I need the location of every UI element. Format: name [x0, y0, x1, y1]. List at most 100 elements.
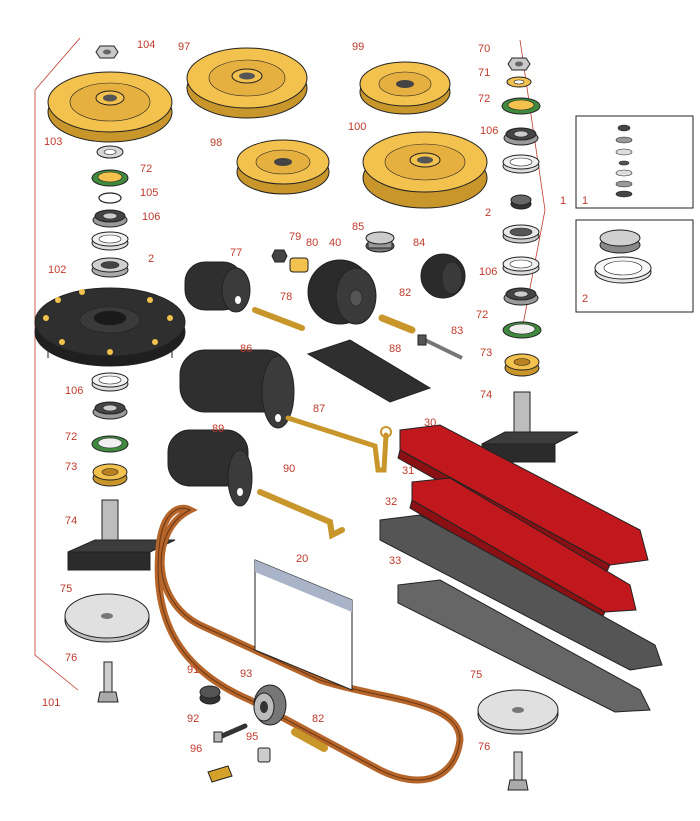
callout-2-a: 2: [485, 207, 491, 219]
part-2-bearing-left: [91, 257, 129, 278]
right-spindle-stack: [481, 39, 579, 463]
part-72-seal-right-bottom: [502, 321, 542, 339]
callout-77: 77: [230, 247, 242, 259]
part-2-spacer-right: [510, 194, 532, 210]
callout-73-b: 73: [65, 461, 77, 473]
callout-76-a: 76: [65, 652, 77, 664]
part-77-roller: [184, 261, 251, 313]
callout-103: 103: [44, 136, 62, 148]
callout-106-a: 106: [480, 125, 498, 137]
part-92-pin: [213, 723, 248, 743]
callout-86: 86: [240, 343, 252, 355]
callout-87: 87: [313, 403, 325, 415]
bracket-101: [34, 37, 81, 691]
part-72-seal-right-top: [501, 97, 541, 115]
callout-76-b: 76: [478, 741, 490, 753]
part-97-pulley: [186, 47, 308, 119]
inset-2: 2: [575, 219, 694, 313]
callout-106-c: 106: [479, 266, 497, 278]
callout-101: 101: [42, 697, 60, 709]
callout-72-d: 72: [65, 431, 77, 443]
callout-99: 99: [352, 41, 364, 53]
left-spindle-assembly: [34, 37, 186, 703]
callout-93: 93: [240, 668, 252, 680]
callout-83: 83: [451, 325, 463, 337]
part-88-pad: [306, 339, 432, 403]
part-106-bearing-left-bottom: [92, 401, 128, 420]
part-76-bolt-left: [97, 661, 119, 703]
part-106-bearing-right-bottom: [503, 287, 539, 306]
part-cup-right-lower: [502, 256, 540, 276]
part-84-ball-roller: [420, 253, 466, 299]
part-20-belt: [154, 504, 464, 784]
callout-90: 90: [283, 463, 295, 475]
part-104-nut: [95, 45, 119, 59]
part-91-bushing: [199, 685, 221, 705]
inset-1: 1: [575, 115, 694, 209]
part-86-roller: [179, 349, 295, 429]
callout-70: 70: [478, 43, 490, 55]
part-cup-right-top: [502, 154, 540, 174]
callout-79: 79: [289, 231, 301, 243]
part-85-bushing: [365, 231, 395, 253]
part-80-spacer: [289, 257, 309, 273]
part-95-spacer: [257, 747, 271, 763]
part-82-axle-top: [378, 314, 416, 334]
callout-89: 89: [212, 423, 224, 435]
callout-31: 31: [402, 465, 414, 477]
part-106-bearing-left-top: [92, 209, 128, 228]
part-98-pulley: [236, 139, 330, 195]
part-40-wheel: [307, 259, 377, 325]
part-78-axle: [252, 307, 305, 331]
callout-84: 84: [413, 237, 425, 249]
part-76-bolt-right: [507, 751, 529, 791]
part-73-collar-right: [504, 353, 540, 377]
part-74-shaft-left: [67, 499, 176, 571]
part-82-axle-bottom: [291, 728, 328, 752]
part-99-pulley: [359, 61, 451, 115]
part-33-blade-grey: [397, 579, 651, 713]
part-cup-left-lower: [91, 372, 129, 392]
part-72-seal-left-top: [91, 169, 129, 187]
callout-74-b: 74: [65, 515, 77, 527]
callout-97: 97: [178, 41, 190, 53]
part-cup-left: [91, 231, 129, 251]
callout-75-b: 75: [470, 669, 482, 681]
part-32-blade-grey: [379, 514, 663, 671]
callout-30: 30: [424, 417, 436, 429]
callout-20: 20: [296, 553, 308, 565]
inset-2-label: 2: [582, 293, 588, 305]
part-89-roller: [167, 429, 253, 507]
callout-100: 100: [348, 121, 366, 133]
part-96-key: [207, 765, 233, 783]
callout-105: 105: [140, 187, 158, 199]
part-103-pulley: [47, 71, 173, 143]
part-90-rod: [257, 489, 345, 540]
callout-98: 98: [210, 137, 222, 149]
callout-82-b: 82: [312, 713, 324, 725]
part-74-shaft-right: [481, 391, 579, 463]
part-70-nut: [507, 57, 531, 71]
part-73-collar-left: [92, 463, 128, 487]
part-93-bearing: [253, 684, 287, 726]
inset-1-label: 1: [582, 195, 588, 207]
callout-78: 78: [280, 291, 292, 303]
callout-73-a: 73: [480, 347, 492, 359]
callout-102: 102: [48, 264, 66, 276]
callout-32: 32: [385, 496, 397, 508]
callout-40: 40: [329, 237, 341, 249]
part-72-seal-left-bottom: [91, 435, 129, 453]
callout-33: 33: [389, 555, 401, 567]
callout-106-d: 106: [65, 385, 83, 397]
part-102-spindle-housing: [34, 287, 186, 367]
part-87-rod: [285, 415, 392, 473]
callout-2-b: 2: [148, 253, 154, 265]
callout-1: 1: [560, 195, 566, 207]
callout-91: 91: [187, 664, 199, 676]
callout-labels: 104 103 97 99 70 71 72 98 100 106 72 105…: [42, 39, 566, 755]
callout-74-a: 74: [480, 389, 492, 401]
callout-72-a: 72: [478, 93, 490, 105]
callout-72-c: 72: [476, 309, 488, 321]
part-washer-top: [96, 145, 124, 159]
